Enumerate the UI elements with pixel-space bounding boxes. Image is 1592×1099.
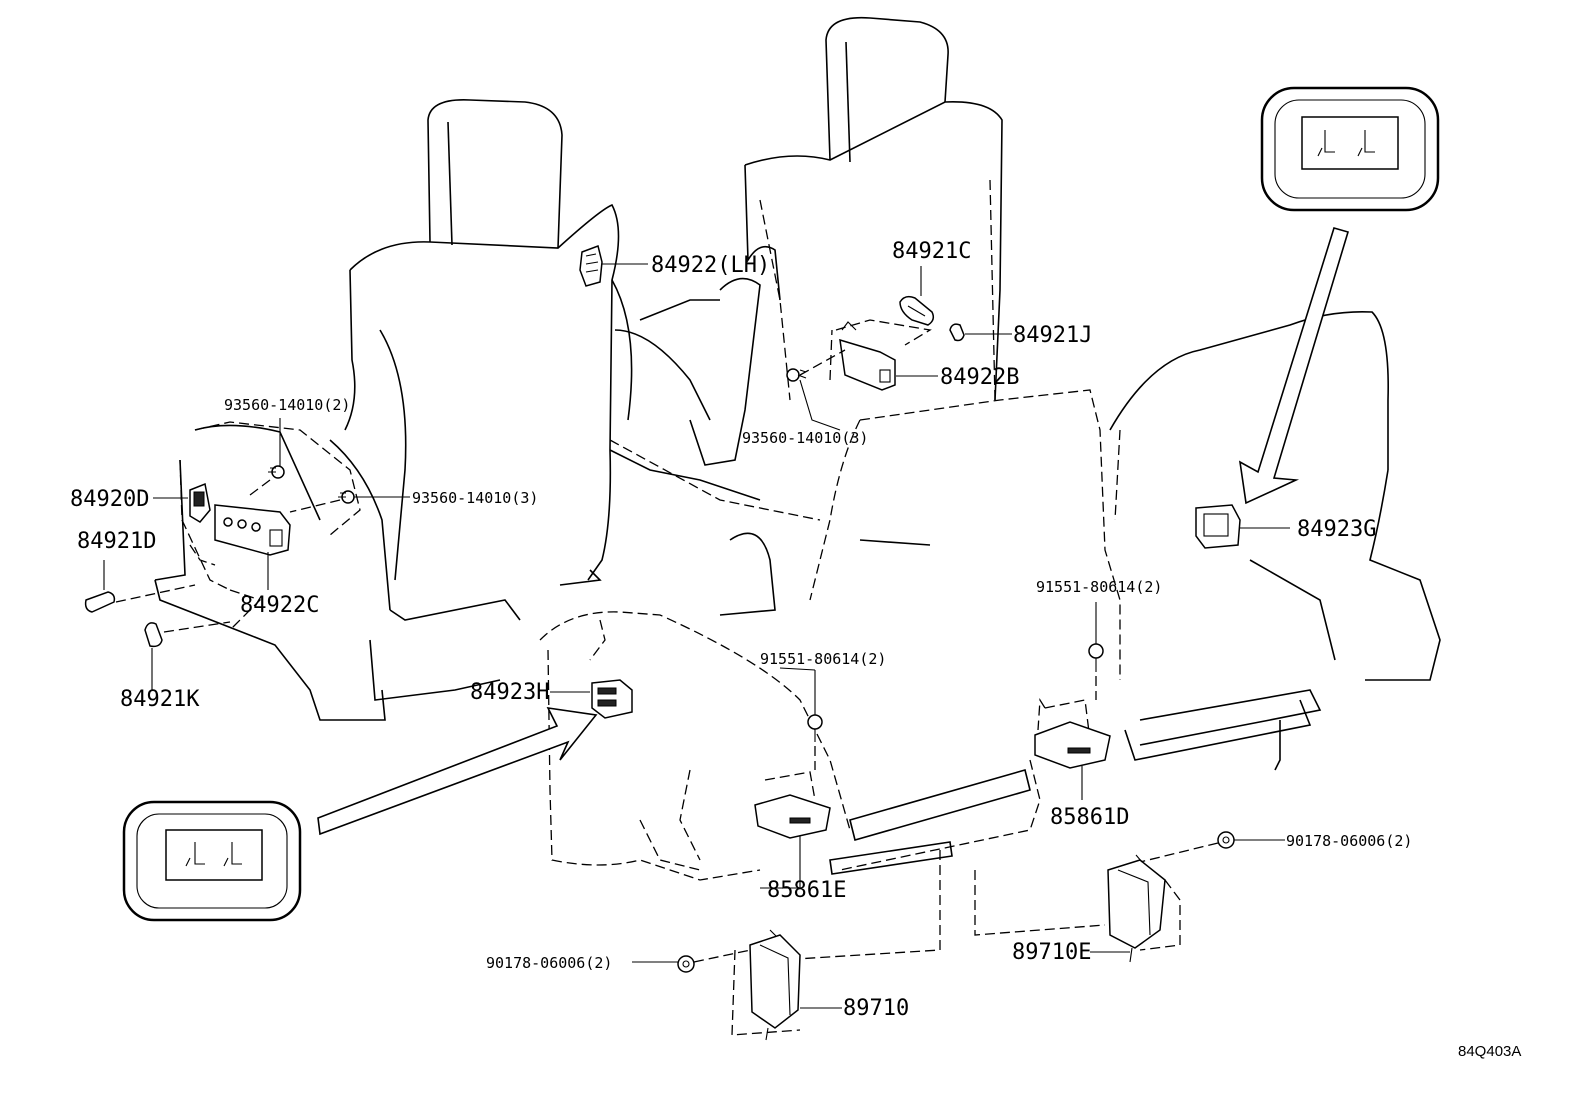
label-91551-right: 91551-80614(2) (1036, 578, 1162, 596)
label-85861d: 85861D (1050, 805, 1129, 830)
seat-heater-icon (1317, 130, 1335, 157)
part-84920d (153, 482, 211, 523)
label-85861e: 85861E (767, 878, 846, 903)
label-84923g: 84923G (1297, 517, 1376, 542)
label-84923h: 84923H (470, 680, 549, 705)
part-85861e (754, 771, 831, 889)
seat-heater-icon (223, 842, 242, 867)
part-93560-center-screw (786, 349, 846, 431)
arrow-down-right (1238, 227, 1349, 505)
inset-panel-left (122, 800, 302, 922)
part-93560-left-screws (249, 418, 410, 513)
part-91551-bolts (779, 602, 1104, 770)
label-89710e: 89710E (1012, 940, 1091, 965)
part-84923g (1195, 504, 1290, 549)
label-89710: 89710 (843, 996, 909, 1021)
part-84921d (84, 560, 196, 613)
label-84920d: 84920D (70, 487, 149, 512)
center-seat-illustration (609, 16, 1003, 616)
diagram-code: 84Q403A (1458, 1043, 1521, 1060)
floor-rails-illustration (539, 611, 1312, 961)
part-84922b (829, 319, 938, 391)
part-84921j (949, 323, 1012, 342)
label-90178-left: 90178-06006(2) (486, 954, 612, 972)
label-93560-center: 93560-14010(3) (742, 429, 868, 447)
part-90178-nuts (632, 831, 1285, 973)
arrow-up-right (317, 706, 598, 836)
label-84921k: 84921K (120, 687, 200, 712)
label-84922c: 84922C (240, 593, 319, 618)
part-84923h (550, 679, 633, 719)
label-93560-mid: 93560-14010(3) (412, 489, 538, 507)
label-90178-right: 90178-06006(2) (1286, 832, 1412, 850)
part-84922-lh (579, 245, 648, 287)
label-84921c: 84921C (892, 239, 971, 264)
part-89710e (1090, 854, 1181, 963)
label-84922-lh: 84922(LH) (651, 253, 770, 278)
label-91551-center: 91551-80614(2) (760, 650, 886, 668)
left-seat-illustration (154, 99, 633, 721)
label-84921j: 84921J (1013, 323, 1092, 348)
part-84921k (144, 621, 231, 690)
seat-heater-icon (1357, 130, 1375, 157)
part-84921c (899, 266, 935, 326)
label-93560-top: 93560-14010(2) (224, 396, 350, 414)
part-85861d (1034, 697, 1111, 800)
part-84922c (214, 504, 291, 590)
label-84922b: 84922B (940, 365, 1019, 390)
seat-heater-icon (185, 842, 205, 867)
part-89710 (731, 929, 842, 1041)
label-84921d: 84921D (77, 529, 156, 554)
inset-panel-right (1260, 86, 1440, 212)
